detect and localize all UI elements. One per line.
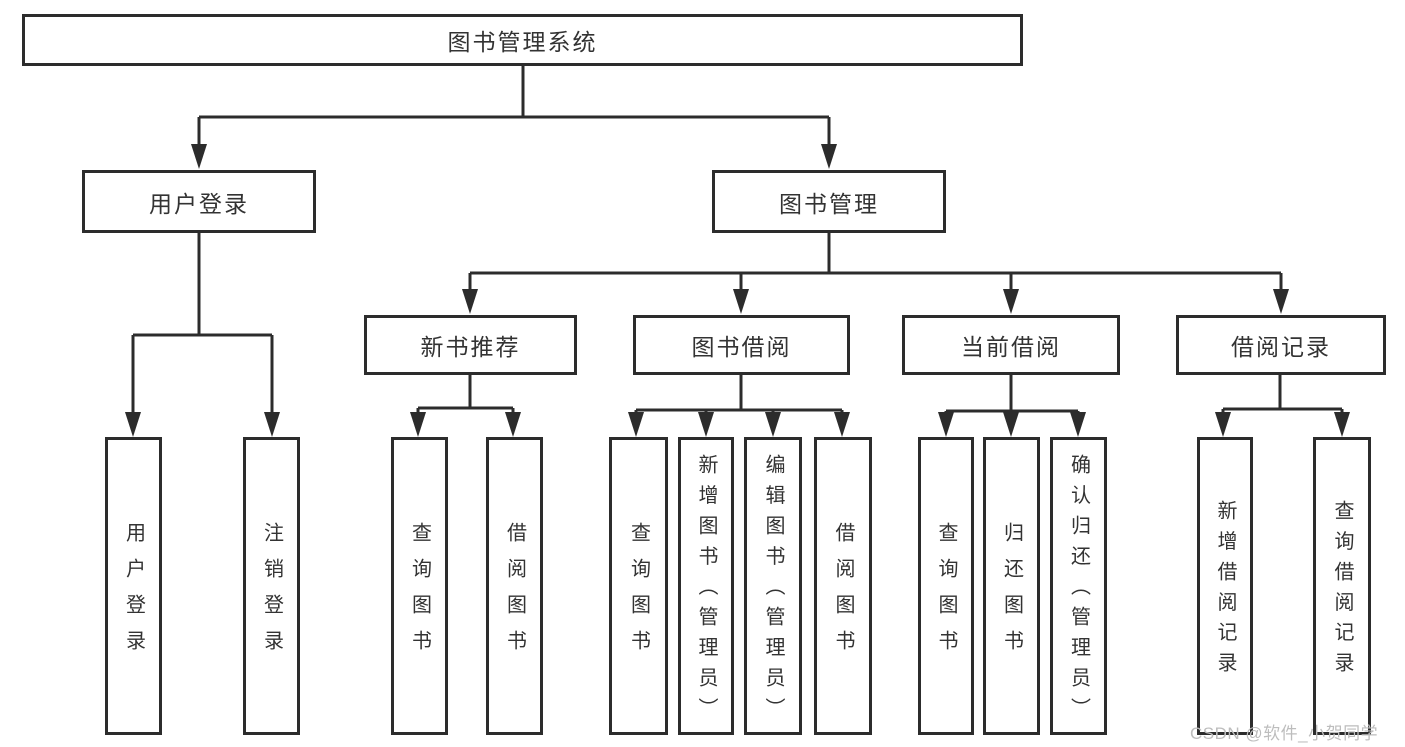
node-book-borrowing-label: 图书借阅 (691, 334, 792, 360)
leaf-bb-query-books-label: 查询图书 (627, 522, 650, 666)
node-borrowing-records-label: 借阅记录 (1231, 334, 1331, 360)
leaf-logout-label: 注销登录 (260, 522, 283, 666)
watermark: CSDN @软件_小贺同学 (1190, 724, 1379, 743)
leaf-cb-confirm-return-admin: 确认归还（管理员） (1050, 437, 1107, 735)
node-user-login-label: 用户登录 (149, 190, 249, 217)
leaf-bb-edit-books-admin: 编辑图书（管理员） (744, 437, 802, 735)
leaf-br-add-record: 新增借阅记录 (1197, 437, 1253, 735)
leaf-bb-query-books: 查询图书 (609, 437, 668, 735)
leaf-logout: 注销登录 (243, 437, 300, 735)
node-root: 图书管理系统 (22, 14, 1023, 66)
leaf-user-login: 用户登录 (105, 437, 162, 735)
leaf-nbr-borrow-books-label: 借阅图书 (503, 522, 526, 666)
leaf-nbr-query-books-label: 查询图书 (408, 522, 431, 666)
node-new-book-recommend-label: 新书推荐 (420, 334, 521, 360)
leaf-cb-return-books: 归还图书 (983, 437, 1040, 735)
leaf-user-login-label: 用户登录 (122, 522, 145, 666)
leaf-cb-query-books-label: 查询图书 (935, 522, 957, 666)
arrowhead-icons (125, 144, 1350, 437)
node-borrowing-records: 借阅记录 (1176, 315, 1386, 375)
node-current-borrowing: 当前借阅 (902, 315, 1120, 375)
leaf-bb-edit-books-admin-label: 编辑图书（管理员） (762, 454, 784, 728)
leaf-bb-add-books-admin-label: 新增图书（管理员） (695, 454, 717, 728)
leaf-cb-query-books: 查询图书 (918, 437, 974, 735)
node-book-management-label: 图书管理 (779, 190, 879, 217)
leaf-br-query-record: 查询借阅记录 (1313, 437, 1371, 735)
leaf-br-add-record-label: 新增借阅记录 (1214, 499, 1236, 683)
node-current-borrowing-label: 当前借阅 (961, 334, 1061, 360)
leaf-nbr-query-books: 查询图书 (391, 437, 448, 735)
node-book-management: 图书管理 (712, 170, 946, 233)
leaf-bb-borrow-books-label: 借阅图书 (832, 522, 854, 666)
leaf-cb-confirm-return-admin-label: 确认归还（管理员） (1067, 454, 1090, 728)
node-book-borrowing: 图书借阅 (633, 315, 850, 375)
node-root-label: 图书管理系统 (447, 29, 598, 55)
node-user-login: 用户登录 (82, 170, 316, 233)
leaf-cb-return-books-label: 归还图书 (1000, 522, 1023, 666)
leaf-nbr-borrow-books: 借阅图书 (486, 437, 543, 735)
leaf-bb-borrow-books: 借阅图书 (814, 437, 872, 735)
leaf-br-query-record-label: 查询借阅记录 (1331, 499, 1353, 683)
leaf-bb-add-books-admin: 新增图书（管理员） (678, 437, 734, 735)
node-new-book-recommend: 新书推荐 (364, 315, 577, 375)
